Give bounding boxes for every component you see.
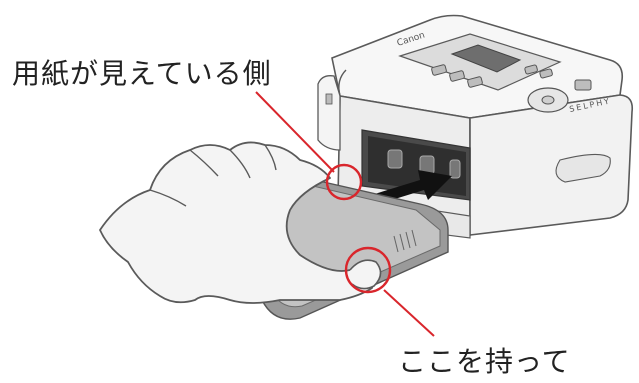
callout-hold-here <box>344 246 435 337</box>
hand <box>99 141 382 304</box>
rollers <box>387 149 461 179</box>
panel-buttons <box>431 64 592 91</box>
control-pad <box>527 87 569 113</box>
callout-label-paper-side: 用紙が見えている側 <box>12 57 272 90</box>
callout-paper-side <box>255 91 363 201</box>
callout-label-hold-here: ここを持って <box>398 345 571 378</box>
printer: Canon SELPHY <box>317 14 634 239</box>
